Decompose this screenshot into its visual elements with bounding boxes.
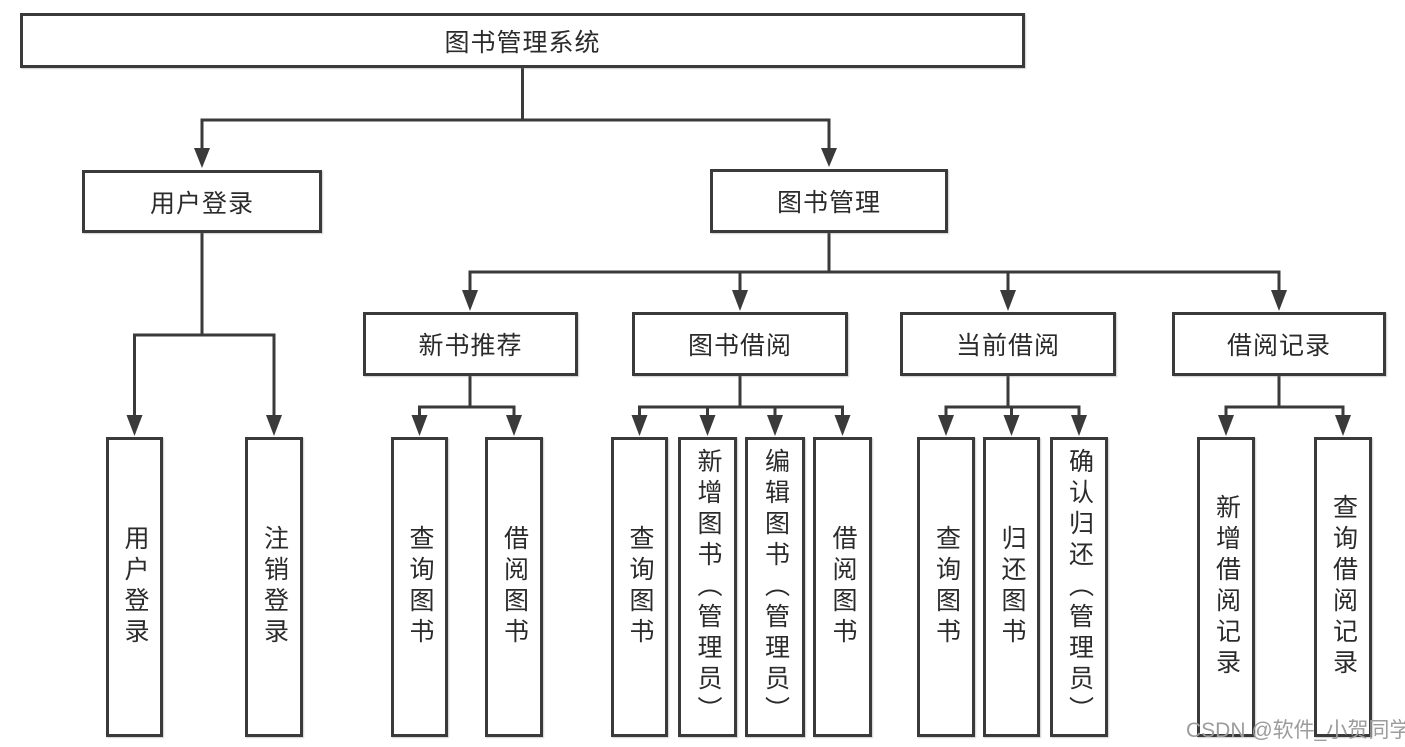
- node-leaf-nb-query-book-label: 查询图书: [406, 525, 434, 649]
- node-leaf-bb-edit-book-admin-label: 编辑图书（管理员）: [761, 447, 790, 727]
- node-root-system: 图书管理系统: [20, 13, 1025, 68]
- node-root-system-label: 图书管理系统: [444, 28, 601, 57]
- node-leaf-nb-borrow-book: 借阅图书: [485, 437, 543, 737]
- node-leaf-bb-borrow-book: 借阅图书: [813, 437, 872, 737]
- node-borrow-record: 借阅记录: [1172, 312, 1386, 376]
- node-leaf-cb-confirm-return-admin: 确认归还（管理员）: [1050, 437, 1108, 737]
- node-leaf-cb-query-book: 查询图书: [917, 437, 975, 737]
- node-borrow-record-label: 借阅记录: [1226, 332, 1331, 360]
- node-leaf-bb-borrow-book-label: 借阅图书: [829, 525, 857, 649]
- node-leaf-cb-return-book-label: 归还图书: [998, 525, 1026, 649]
- node-new-book-recommend-label: 新书推荐: [418, 332, 523, 360]
- node-leaf-user-login-label: 用户登录: [121, 525, 149, 649]
- node-leaf-cb-return-book: 归还图书: [983, 437, 1040, 737]
- node-book-borrow: 图书借阅: [632, 312, 848, 376]
- node-leaf-bb-add-book-admin-label: 新增图书（管理员）: [694, 447, 722, 727]
- node-book-borrow-label: 图书借阅: [687, 332, 792, 360]
- node-leaf-br-add-record-label: 新增借阅记录: [1212, 494, 1241, 680]
- node-leaf-bb-query-book-label: 查询图书: [626, 525, 654, 649]
- node-current-borrow: 当前借阅: [900, 312, 1116, 376]
- node-leaf-bb-query-book: 查询图书: [611, 437, 668, 737]
- node-leaf-user-login: 用户登录: [106, 437, 163, 737]
- node-current-borrow-label: 当前借阅: [955, 332, 1060, 360]
- node-leaf-logout: 注销登录: [245, 437, 303, 737]
- node-new-book-recommend: 新书推荐: [363, 312, 578, 376]
- node-leaf-br-add-record: 新增借阅记录: [1197, 437, 1255, 737]
- node-book-management-module-label: 图书管理: [776, 189, 881, 217]
- node-user-login-module-label: 用户登录: [149, 189, 254, 218]
- node-leaf-logout-label: 注销登录: [260, 525, 289, 649]
- node-user-login-module: 用户登录: [82, 170, 322, 233]
- node-leaf-br-query-record-label: 查询借阅记录: [1329, 494, 1358, 680]
- node-leaf-cb-query-book-label: 查询图书: [932, 525, 961, 649]
- node-leaf-cb-confirm-return-admin-label: 确认归还（管理员）: [1065, 447, 1094, 727]
- csdn-watermark: CSDN @软件_小贺同学: [1186, 719, 1405, 742]
- node-book-management-module: 图书管理: [710, 169, 948, 233]
- node-leaf-nb-query-book: 查询图书: [391, 437, 448, 737]
- node-leaf-bb-edit-book-admin: 编辑图书（管理员）: [745, 437, 805, 737]
- node-leaf-br-query-record: 查询借阅记录: [1314, 437, 1372, 737]
- node-leaf-bb-add-book-admin: 新增图书（管理员）: [678, 437, 737, 737]
- node-leaf-nb-borrow-book-label: 借阅图书: [500, 525, 529, 649]
